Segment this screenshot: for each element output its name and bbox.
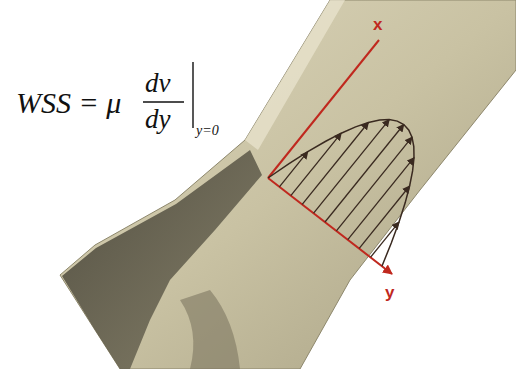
velocity-arrow xyxy=(359,186,409,248)
subscript: y=0 xyxy=(196,124,219,138)
velocity-arrow xyxy=(314,120,390,214)
fraction-bar xyxy=(143,101,184,103)
axis-label: y xyxy=(385,284,394,301)
profile-curve xyxy=(268,120,414,266)
numerator: dv xyxy=(145,70,170,97)
axis-label: x xyxy=(373,16,382,33)
velocity-profile xyxy=(268,120,414,266)
denominator: dy xyxy=(145,106,170,133)
velocity-arrow xyxy=(291,133,341,195)
velocity-arrow xyxy=(371,222,399,257)
evaluation-bar xyxy=(192,62,193,128)
velocity-arrow xyxy=(302,123,368,205)
velocity-arrow xyxy=(279,152,307,187)
formula-left: WSS = μ xyxy=(16,88,121,118)
velocity-arrow xyxy=(348,158,414,240)
